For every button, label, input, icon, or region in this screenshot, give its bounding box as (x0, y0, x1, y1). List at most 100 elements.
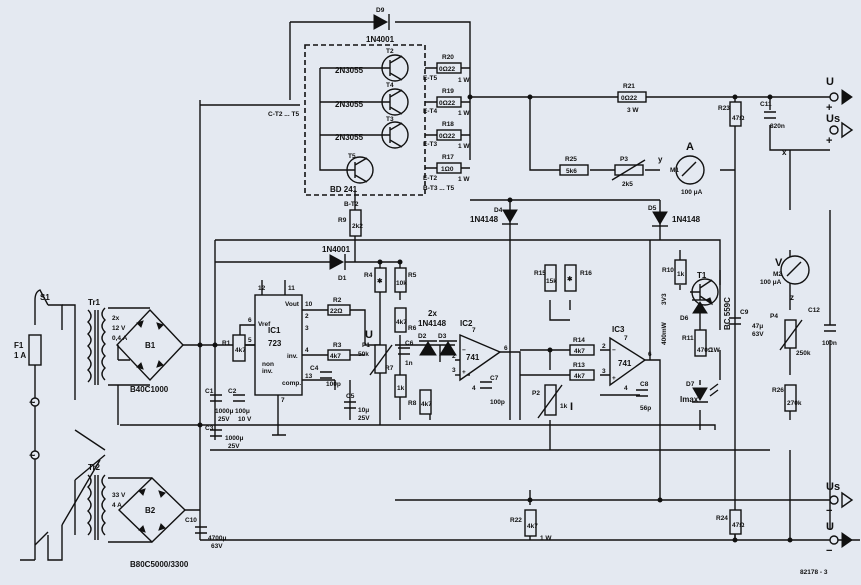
terminal-us-plus-sign: + (826, 135, 832, 147)
ic1-pin12: 12 (258, 285, 266, 292)
r23-value: 47Ω (732, 115, 744, 122)
c5-ref: C5 (346, 393, 355, 400)
mains-inputs: ~ ~ (29, 397, 40, 462)
resistor-r23: R23 47Ω (718, 101, 744, 127)
r23-ref: R23 (718, 105, 730, 112)
c6-ref: C6 (405, 340, 414, 347)
capacitor-c2: C2 100μ 10 V (228, 388, 252, 423)
t1-ref: T1 (697, 271, 707, 280)
t5-ref: T5 (348, 153, 356, 160)
resistor-r2: R2 22Ω (327, 297, 351, 316)
capacitor-c8: C8 56p (636, 381, 651, 412)
c10-ref: C10 (185, 517, 197, 524)
c6-value: 1n (405, 360, 413, 367)
p1-ref: P1 (362, 342, 370, 349)
ic1-inv: inv. (287, 353, 298, 360)
capacitor-c1: C1 1000μ 25V (205, 388, 233, 423)
node-z: z (790, 293, 794, 302)
resistor-r9: R9 2k2 (338, 209, 363, 237)
r19-ref: R19 (442, 88, 454, 95)
r11-value: 470Ω (697, 347, 713, 354)
b1-value: B40C1000 (130, 385, 169, 394)
c10-value: 4700μ (208, 535, 226, 542)
c10-v: 63V (211, 543, 223, 550)
r6-value: 4k7 (396, 319, 407, 326)
m2-value: 100 μA (760, 279, 782, 286)
r19-power: 1 W (458, 110, 470, 117)
d7-label: Imax (680, 395, 699, 404)
r25-ref: R25 (565, 156, 577, 163)
c1-ref: C1 (205, 388, 214, 395)
ac-symbol-2: ~ (29, 450, 36, 462)
d2d3-count: 2x (428, 309, 437, 318)
r12-power: 400mW (661, 321, 668, 345)
t5-value: BD 241 (330, 185, 358, 194)
c5-v: 25V (358, 415, 370, 422)
r17-ref: R17 (442, 154, 454, 161)
potentiometer-p3: P3 2k5 (611, 156, 646, 188)
p1-value: 50k (358, 351, 369, 358)
c11-ref: C11 (760, 101, 772, 108)
r24-ref: R24 (716, 515, 728, 522)
r7-ref: R7 (385, 365, 394, 372)
transistor-t1: T1 BC 559C (690, 271, 732, 330)
ic3-plus: + (612, 375, 616, 382)
potentiometer-p4: P4 250k (770, 313, 811, 357)
node-y: y (658, 155, 663, 164)
r3-ref: R3 (333, 342, 342, 349)
ic3-pin7: 7 (624, 335, 628, 342)
r17-value: 1Ω0 (441, 166, 454, 173)
c12-ref: C12 (808, 307, 820, 314)
r22-ref: R22 (510, 517, 522, 524)
ic3-minus: − (612, 347, 616, 354)
m2-letter: V (775, 257, 783, 269)
ic3-741: IC3 741 − + 2 3 7 6 4 (602, 325, 652, 392)
r15-value: 15k (546, 278, 557, 285)
ic3-value: 741 (618, 359, 632, 368)
capacitor-c4: C4 100p (310, 365, 341, 388)
ic2-value: 741 (466, 353, 480, 362)
terminal-us-plus-label: Us (826, 113, 840, 125)
r7-value: 1k (397, 385, 405, 392)
r16-value: ✱ (567, 275, 573, 283)
transistor-t2: 2N3055 T2 (320, 48, 409, 82)
terminal-us-minus[interactable]: Us − (826, 481, 854, 517)
resistor-r3: R3 4k7 (327, 342, 351, 361)
r18-value: 0Ω22 (439, 133, 455, 140)
ammeter-m1: A M1 100 μA y (658, 141, 705, 196)
voltmeter-m2: V M2 100 μA z x (760, 148, 810, 302)
pin-label-bt3: B-T3 ... T5 (423, 185, 454, 192)
d4-value: 1N4148 (470, 215, 499, 224)
d2d3-type: 1N4148 (418, 319, 447, 328)
terminal-u-minus[interactable]: U − (826, 521, 853, 557)
capacitor-c9: C9 47μ 63V (729, 309, 764, 338)
r9-ref: R9 (338, 217, 347, 224)
tr1-l2: 12 V (112, 325, 126, 332)
r10-ref: R10 (662, 267, 674, 274)
terminal-us-plus[interactable]: Us + (826, 113, 854, 147)
ic2-minus: − (462, 347, 466, 354)
c8-ref: C8 (640, 381, 649, 388)
t2-value: 2N3055 (335, 66, 364, 75)
u-adjust-mark: U (365, 329, 373, 341)
resistor-r10: R10 1k (662, 259, 687, 285)
r15-ref: R15 (534, 270, 546, 277)
ic3-pin4: 4 (624, 385, 628, 392)
r9-value: 2k2 (352, 223, 363, 230)
terminal-u-plus-label: U (826, 76, 834, 88)
pin-label-bt2: B-T2 (344, 201, 359, 208)
resistor-r1: R1 4k7 (222, 334, 246, 362)
ic2-pin6: 6 (504, 345, 508, 352)
c7-ref: C7 (490, 375, 499, 382)
ic1-pin3: 3 (305, 325, 309, 332)
c12-value: 100n (822, 340, 837, 347)
ic2-ref: IC2 (460, 319, 473, 328)
power-transistor-module (304, 44, 426, 196)
d9-ref: D9 (376, 7, 385, 14)
terminal-u-plus[interactable]: U + (826, 76, 853, 114)
capacitor-c3: C3 1000μ 25V (205, 425, 243, 450)
ic1-pin11: 11 (288, 285, 295, 292)
d6-ref: D6 (680, 315, 689, 322)
c2-value: 100μ (235, 408, 250, 415)
